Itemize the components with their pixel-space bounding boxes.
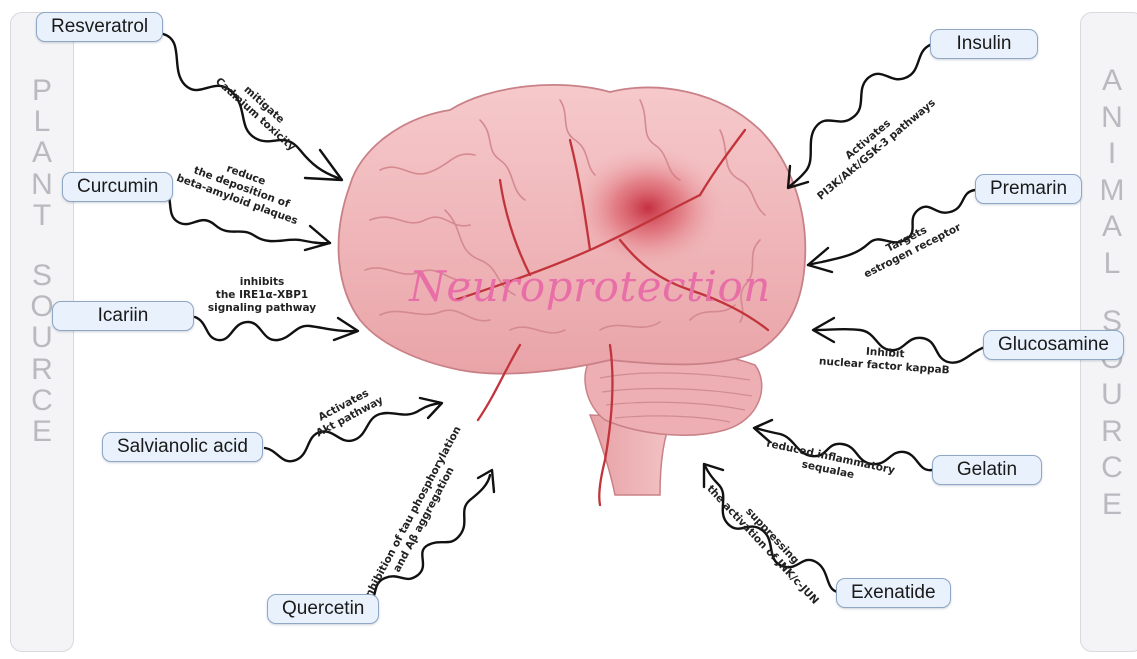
annotation-line: the activation of JNK/c-JUN: [704, 483, 821, 607]
pill-insulin: Insulin: [930, 29, 1038, 59]
annotation-salvianolic: Activates Akt pathway: [308, 383, 385, 440]
annotation-quercetin: Inhibition of tau phosphorylation and Aβ…: [361, 424, 475, 609]
annotation-line: the IRE1α-XBP1: [216, 289, 308, 301]
activation-hotspot: [570, 146, 726, 270]
cerebrum: [339, 85, 806, 374]
annotation-insulin: Activates PI3K/Akt/GSK-3 pathways: [807, 87, 938, 203]
pill-gelatin: Gelatin: [932, 455, 1042, 485]
annotation-curcumin: reduce the deposition of beta-amyloid pl…: [175, 148, 308, 228]
pill-icariin: Icariin: [52, 301, 194, 331]
pill-glucosamine: Glucosamine: [983, 330, 1124, 360]
neuroprotection-title: Neuroprotection: [380, 262, 800, 311]
pill-premarin: Premarin: [975, 174, 1082, 204]
pill-curcumin: Curcumin: [62, 172, 173, 202]
annotation-line: signaling pathway: [208, 302, 316, 314]
annotation-line: inhibits: [240, 276, 285, 288]
annotation-glucosamine: Inhibit nuclear factor kappaB: [819, 342, 951, 376]
annotation-line: Inhibition of tau phosphorylation: [361, 424, 464, 603]
pill-exenatide: Exenatide: [836, 578, 951, 608]
annotation-gelatin: reduced inflammatory sequalae: [763, 438, 896, 490]
pill-quercetin: Quercetin: [267, 594, 379, 624]
annotation-line: PI3K/Akt/GSK-3 pathways: [815, 97, 938, 203]
annotation-premarin: Targets estrogen receptor: [856, 209, 964, 280]
annotation-icariin: inhibits the IRE1α-XBP1 signaling pathwa…: [208, 276, 316, 314]
pill-resveratrol: Resveratrol: [36, 12, 163, 42]
pill-salvianolic-acid: Salvianolic acid: [102, 432, 263, 462]
annotation-exenatide: suppressing the activation of JNK/c-JUN: [704, 474, 830, 607]
